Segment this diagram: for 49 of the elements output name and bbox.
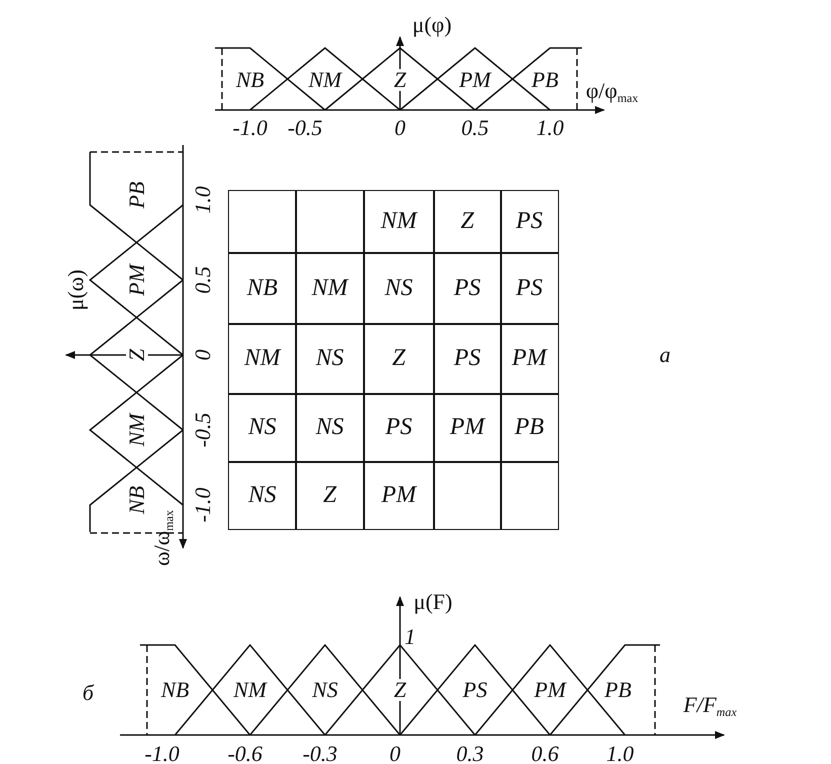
- term-label: Z: [392, 69, 408, 91]
- axis-label: F/F$_{max}$: [683, 694, 737, 718]
- tick-label: 1.0: [192, 186, 214, 214]
- axis-label: μ(F): [414, 591, 452, 613]
- tick-label: 0.6: [531, 743, 559, 764]
- table-cell: Z: [295, 461, 364, 530]
- table-cell: NS: [295, 393, 364, 462]
- table-cell: NS: [228, 393, 296, 462]
- panel-label: а: [660, 344, 670, 366]
- tick-label: -1.0: [232, 117, 268, 139]
- table-cell: PM: [500, 323, 558, 394]
- table-cell: NM: [363, 190, 434, 254]
- table-cell: NB: [228, 252, 296, 324]
- tick-label: -0.5: [288, 117, 322, 139]
- tick-label: 0.3: [456, 743, 484, 764]
- table-cell: NM: [295, 252, 364, 324]
- term-label: Z: [126, 348, 148, 362]
- tick-label: 0.5: [461, 117, 489, 139]
- table-cell: PM: [363, 461, 434, 530]
- tick-label: 0: [394, 117, 406, 139]
- tick-label: -0.6: [228, 743, 262, 764]
- tick-label: 1.0: [606, 743, 634, 764]
- table-cell: Z: [363, 323, 434, 394]
- tick-label: 0: [192, 350, 214, 360]
- table-cell: NS: [228, 461, 296, 530]
- tick-label: -0.3: [302, 743, 338, 764]
- tick-label: 0.5: [192, 266, 214, 294]
- tick-label: 0: [390, 743, 400, 764]
- table-cell: PS: [363, 393, 434, 462]
- tick-label: 1.0: [536, 117, 564, 139]
- term-label: Z: [392, 679, 408, 701]
- tick-label: -1.0: [144, 743, 180, 764]
- table-cell: Z: [433, 190, 502, 254]
- table-cell: PM: [433, 393, 502, 462]
- table-cell: PS: [433, 323, 502, 394]
- axis-label: μ(ω): [65, 270, 87, 310]
- table-cell: PS: [500, 190, 558, 254]
- tick-label: 1: [404, 626, 416, 648]
- table-cell: PB: [500, 393, 558, 462]
- axis-label: φ/φ$_{max}$: [586, 80, 638, 104]
- table-cell: PS: [433, 252, 502, 324]
- table-cell: NS: [363, 252, 434, 324]
- tick-label: -1.0: [192, 488, 214, 522]
- table-cell: NM: [228, 323, 296, 394]
- table-cell: PS: [500, 252, 558, 324]
- tick-label: -0.5: [192, 412, 214, 448]
- axis-label: μ(φ): [412, 14, 452, 36]
- table-cell: NS: [295, 323, 364, 394]
- panel-label: б: [82, 682, 94, 704]
